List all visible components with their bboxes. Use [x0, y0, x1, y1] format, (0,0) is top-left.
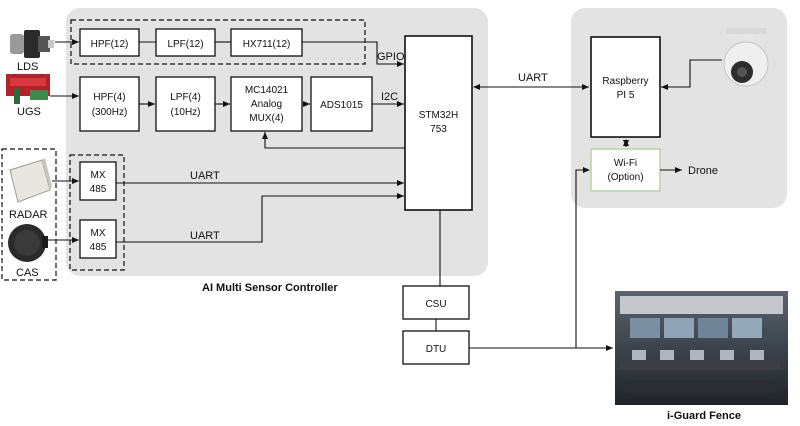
hpf4-label-1: HPF(4): [93, 92, 125, 103]
wifi-label-2: (Option): [607, 172, 643, 183]
iguard-caption: i-Guard Fence: [667, 410, 741, 422]
uart-radar-label: UART: [190, 170, 220, 182]
mx485-cas-label-2: 485: [90, 242, 107, 253]
ptz-camera-image: [723, 28, 769, 87]
hpf12-block: [79, 28, 140, 57]
mx485-cas-block: [79, 219, 117, 259]
hpf4-block: [79, 76, 140, 132]
hpf4-label-2: (300Hz): [92, 107, 128, 118]
lds-sensor-image: [10, 30, 54, 58]
stm32-label-1: STM32H: [419, 110, 458, 121]
ads1015-block: [310, 76, 373, 132]
controller-caption: AI Multi Sensor Controller: [202, 282, 338, 294]
rs485-group: [69, 154, 125, 271]
mx485-radar-label-1: MX: [91, 170, 106, 181]
raspberry-pi-block: [590, 36, 661, 138]
mux-block: [230, 76, 303, 132]
dtu-label: DTU: [426, 344, 447, 355]
radar-label: RADAR: [9, 209, 48, 221]
connections: [48, 39, 722, 351]
raspberry-pi-label-1: Raspberry: [602, 76, 648, 87]
csu-block: [402, 285, 470, 320]
mx485-cas-label-1: MX: [91, 228, 106, 239]
uart-cas-label: UART: [190, 230, 220, 242]
wifi-block: [590, 148, 661, 192]
stm32-block: [404, 35, 473, 211]
hx711-label: HX711(12): [243, 39, 291, 50]
mx485-radar-label-2: 485: [90, 184, 107, 195]
cas-label: CAS: [16, 267, 39, 279]
lpf4-label-2: (10Hz): [170, 107, 200, 118]
ugs-label: UGS: [17, 106, 41, 118]
lpf4-block: [155, 76, 216, 132]
controller-panel: [66, 8, 488, 276]
mux-label-3: MUX(4): [249, 113, 283, 124]
radar-cas-group: [1, 148, 57, 281]
csu-label: CSU: [425, 299, 446, 310]
lpf12-label: LPF(12): [167, 39, 203, 50]
ads1015-label: ADS1015: [320, 100, 363, 111]
wifi-label-1: Wi-Fi: [614, 158, 637, 169]
lpf4-label-1: LPF(4): [170, 92, 201, 103]
raspberry-pi-label-2: PI 5: [617, 90, 635, 101]
gpio-label: GPIO: [377, 51, 405, 63]
ugs-sensor-image: [6, 74, 50, 104]
mx485-radar-block: [79, 161, 117, 201]
mux-label-1: MC14021: [245, 85, 289, 96]
i2c-label: I2C: [381, 91, 398, 103]
monitoring-room-image: [615, 291, 788, 405]
lds-label: LDS: [17, 61, 38, 73]
radar-sensor-image: [9, 158, 52, 203]
drone-label: Drone: [688, 165, 718, 177]
hx711-block: [230, 28, 303, 57]
mux-label-2: Analog: [251, 99, 282, 110]
uart-rpi-label: UART: [518, 72, 548, 84]
cas-sensor-image: [8, 224, 48, 262]
stm32-label-2: 753: [430, 124, 447, 135]
hpf12-label: HPF(12): [91, 39, 129, 50]
